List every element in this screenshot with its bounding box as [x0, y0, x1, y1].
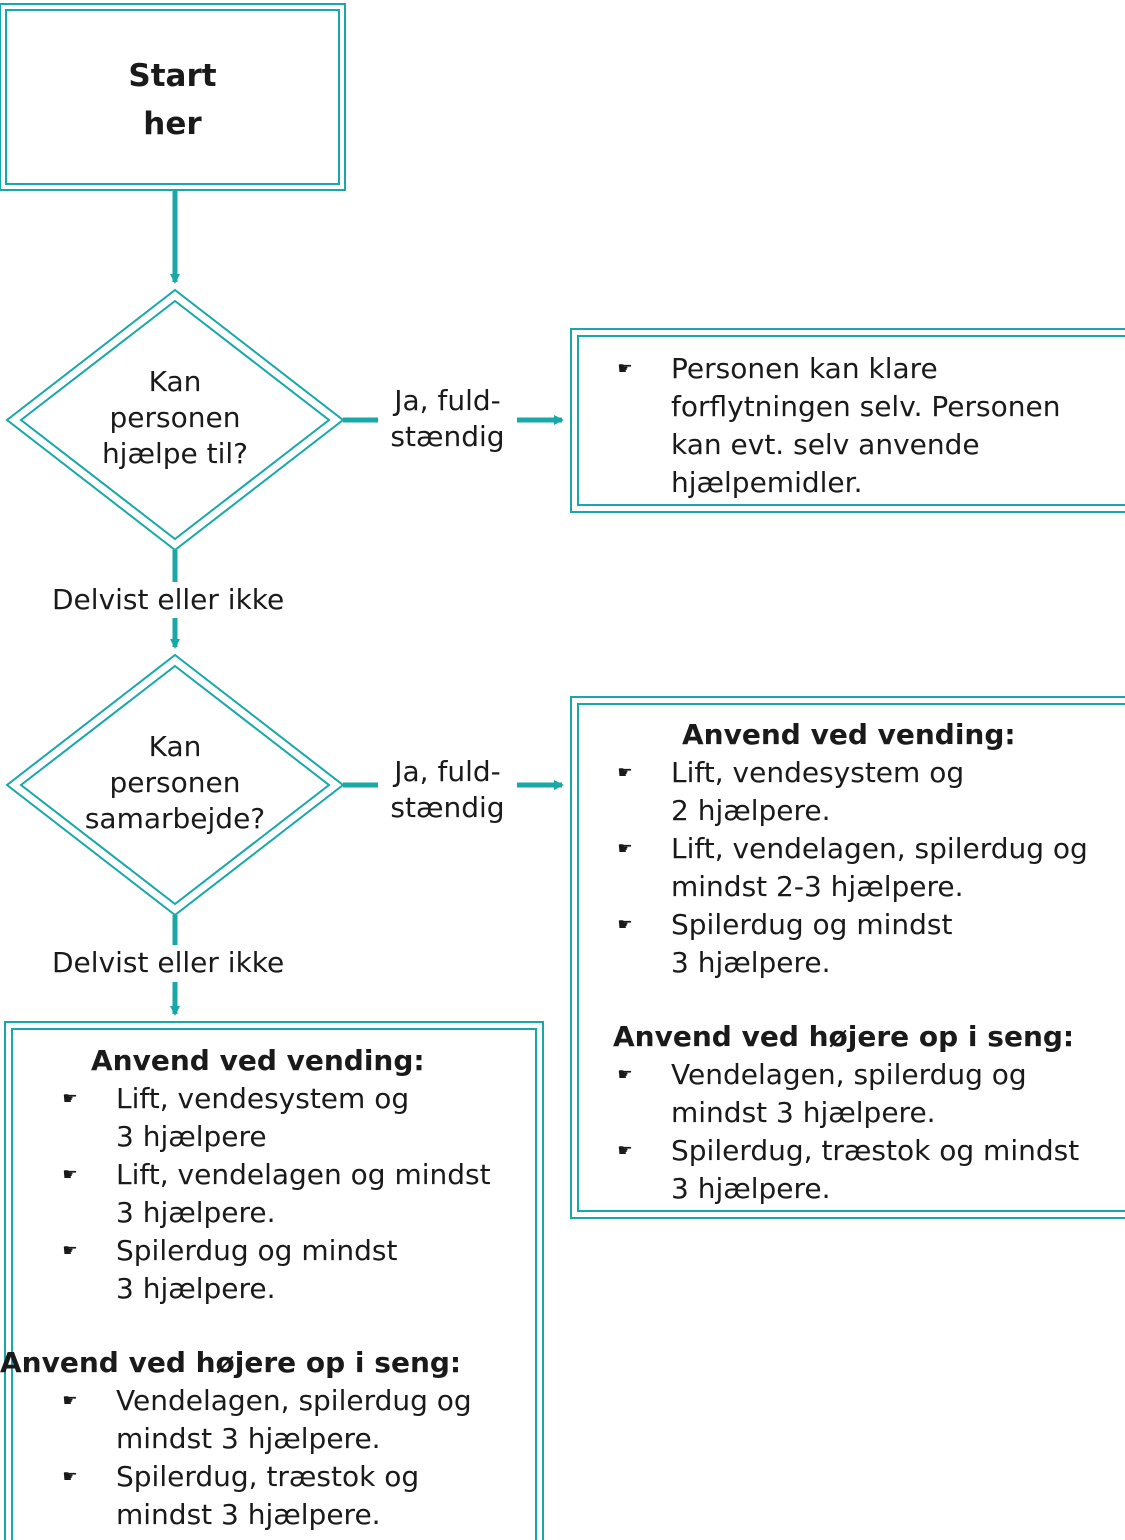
result3-turning-item: ☛ Spilerdug og mindst 3 hjælpere.	[20, 1232, 535, 1308]
result2-turning-2-line1: Lift, vendelagen, spilerdug og	[671, 832, 1088, 865]
decision2-yes-line2: stændig	[390, 791, 505, 824]
result1-line3: kan evt. selv anvende	[671, 428, 980, 461]
hand-pointing-icon: ☛	[617, 1141, 633, 1161]
result2-heading-higher: Anvend ved højere op i seng:	[613, 1020, 1075, 1053]
result2-turning-3-line1: Spilerdug og mindst	[671, 908, 953, 941]
hand-pointing-icon: ☛	[62, 1089, 78, 1109]
hand-pointing-icon: ☛	[62, 1165, 78, 1185]
result3-higher-2-line1: Spilerdug, træstok og	[116, 1460, 420, 1493]
hand-pointing-icon: ☛	[617, 915, 633, 935]
result3-turning-3-line2: 3 hjælpere.	[116, 1272, 276, 1305]
result3-turning-2-line1: Lift, vendelagen og mindst	[116, 1158, 491, 1191]
result1-line2: forflytningen selv. Personen	[671, 390, 1061, 423]
decision2-yes-label: Ja, fuld- stændig	[378, 754, 517, 826]
result3-turning-2-line2: 3 hjælpere.	[116, 1196, 276, 1229]
decision1-line3: hjælpe til?	[101, 437, 249, 470]
result3-higher-item: ☛ Vendelagen, spilerdug og mindst 3 hjæl…	[20, 1382, 535, 1458]
result3-turning-3-line1: Spilerdug og mindst	[116, 1234, 398, 1267]
decision2-no-label: Delvist eller ikke	[52, 946, 285, 979]
start-label-line2: her	[143, 106, 202, 142]
result3-higher-1-line2: mindst 3 hjælpere.	[116, 1422, 381, 1455]
result3-box-border	[4, 1021, 544, 1540]
decision1-yes-line2: stændig	[390, 420, 505, 453]
result2-higher-item: ☛ Vendelagen, spilerdug og mindst 3 hjæl…	[575, 1056, 1123, 1132]
result1-line4: hjælpemidler.	[671, 466, 863, 499]
result3-turning-1-line1: Lift, vendesystem og	[116, 1082, 410, 1115]
result2-higher-2-line1: Spilerdug, træstok og mindst	[671, 1134, 1080, 1167]
decision2-line1: Kan	[148, 730, 202, 763]
result3-higher-1-line1: Vendelagen, spilerdug og	[116, 1384, 472, 1417]
result1-line1: Personen kan klare	[671, 352, 938, 385]
decision1-no-label: Delvist eller ikke	[52, 583, 285, 616]
result2-turning-item: ☛ Lift, vendelagen, spilerdug og mindst …	[575, 830, 1123, 906]
result3-turning-1-line2: 3 hjælpere	[116, 1120, 267, 1153]
result1-box-border	[570, 328, 1125, 513]
result2-turning-1-line2: 2 hjælpere.	[671, 794, 831, 827]
result3-higher-item: ☛ Spilerdug, træstok og mindst 3 hjælper…	[20, 1458, 535, 1534]
decision1-line2: personen	[109, 401, 241, 434]
start-label: Start her	[6, 52, 339, 148]
hand-pointing-icon: ☛	[62, 1391, 78, 1411]
result2-turning-2-line2: mindst 2-3 hjælpere.	[671, 870, 964, 903]
result2-box-border	[570, 696, 1125, 1219]
result2-higher-1-line1: Vendelagen, spilerdug og	[671, 1058, 1027, 1091]
result1-item: ☛ Personen kan klare forflytningen selv.…	[575, 350, 1120, 502]
result3-higher-2-line2: mindst 3 hjælpere.	[116, 1498, 381, 1531]
result2-turning-item: ☛ Spilerdug og mindst 3 hjælpere.	[575, 906, 1123, 982]
start-label-line1: Start	[128, 58, 217, 94]
result2-higher-1-line2: mindst 3 hjælpere.	[671, 1096, 936, 1129]
hand-pointing-icon: ☛	[62, 1241, 78, 1261]
result2-higher-item: ☛ Spilerdug, træstok og mindst 3 hjælper…	[575, 1132, 1123, 1208]
result3-content: Anvend ved vending: ☛ Lift, vendesystem …	[0, 1042, 535, 1534]
decision1-yes-line1: Ja, fuld-	[394, 384, 501, 417]
result3-turning-item: ☛ Lift, vendesystem og 3 hjælpere	[20, 1080, 535, 1156]
result3-heading-turning: Anvend ved vending:	[91, 1044, 425, 1077]
hand-pointing-icon: ☛	[617, 839, 633, 859]
hand-pointing-icon: ☛	[62, 1467, 78, 1487]
decision2-question: Kan personen samarbejde?	[60, 729, 290, 837]
result2-turning-item: ☛ Lift, vendesystem og 2 hjælpere.	[575, 754, 1123, 830]
result2-turning-1-line1: Lift, vendesystem og	[671, 756, 965, 789]
result2-higher-2-line2: 3 hjælpere.	[671, 1172, 831, 1205]
decision2-line2: personen	[109, 766, 241, 799]
result2-turning-3-line2: 3 hjælpere.	[671, 946, 831, 979]
result2-content: Anvend ved vending: ☛ Lift, vendesystem …	[575, 716, 1123, 1208]
result3-heading-higher: Anvend ved højere op i seng:	[0, 1346, 462, 1379]
decision1-question: Kan personen hjælpe til?	[60, 364, 290, 472]
result1-content: ☛ Personen kan klare forflytningen selv.…	[575, 350, 1120, 502]
decision1-line1: Kan	[148, 365, 202, 398]
hand-pointing-icon: ☛	[617, 359, 633, 379]
result3-turning-item: ☛ Lift, vendelagen og mindst 3 hjælpere.	[20, 1156, 535, 1232]
decision2-line3: samarbejde?	[84, 802, 266, 835]
decision2-yes-line1: Ja, fuld-	[394, 755, 501, 788]
hand-pointing-icon: ☛	[617, 763, 633, 783]
hand-pointing-icon: ☛	[617, 1065, 633, 1085]
decision1-yes-label: Ja, fuld- stændig	[378, 383, 517, 455]
result2-heading-turning: Anvend ved vending:	[682, 718, 1016, 751]
